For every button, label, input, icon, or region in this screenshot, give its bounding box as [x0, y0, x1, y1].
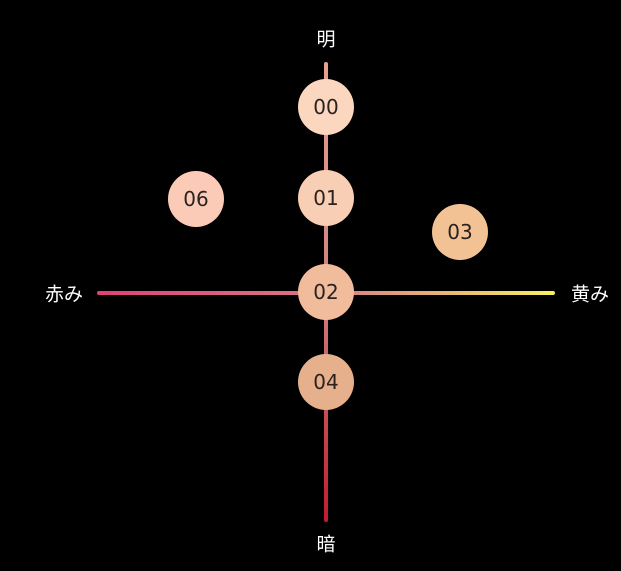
axis-label-dark: 暗	[316, 533, 336, 556]
axis-label-bright: 明	[316, 28, 336, 51]
shade-node-06[interactable]: 06	[168, 171, 224, 227]
shade-node-02[interactable]: 02	[298, 264, 354, 320]
shade-node-01[interactable]: 01	[298, 170, 354, 226]
shade-node-03[interactable]: 03	[432, 204, 488, 260]
axis-label-reddish: 赤み	[44, 283, 84, 306]
axis-label-yellowish: 黄み	[570, 283, 610, 306]
shade-node-04[interactable]: 04	[298, 354, 354, 410]
shade-node-00[interactable]: 00	[298, 79, 354, 135]
